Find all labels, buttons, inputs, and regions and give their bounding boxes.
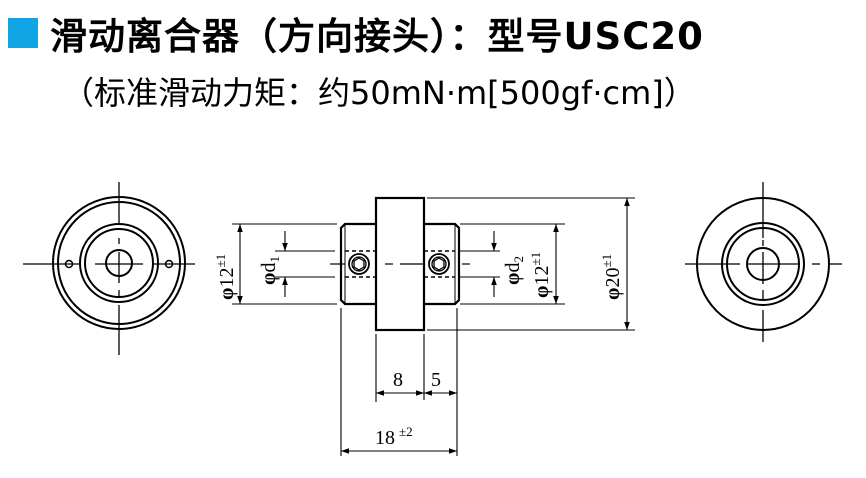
title-row: 滑动离合器（方向接头）：型号USC20: [8, 8, 704, 58]
title-bullet-square: [8, 18, 38, 48]
dim-left-hub-diameter: φ12±1: [213, 254, 238, 300]
left-end-view: [23, 182, 195, 355]
dimension-lines: [232, 197, 635, 456]
page-title: 滑动离合器（方向接头）：型号USC20: [50, 15, 704, 58]
dim-bore-d1: φd1: [258, 256, 282, 285]
dim-bore-d2: φd2: [502, 256, 526, 285]
dim-hub-length: 5: [431, 369, 441, 391]
dim-overall-length: 18±2: [375, 424, 413, 449]
dimension-labels: φ12±1 φd1 φd2 φ12±1 φ20±1 8 5 18±2: [213, 252, 624, 449]
side-view: [330, 196, 470, 332]
dim-body-diameter: φ20±1: [599, 254, 624, 300]
right-end-view: [685, 182, 842, 342]
dim-body-width: 8: [393, 369, 403, 391]
dim-right-hub-diameter: φ12±1: [528, 252, 553, 298]
page-subtitle: （标准滑动力矩：约50mN·m[500gf·cm]）: [62, 74, 696, 112]
